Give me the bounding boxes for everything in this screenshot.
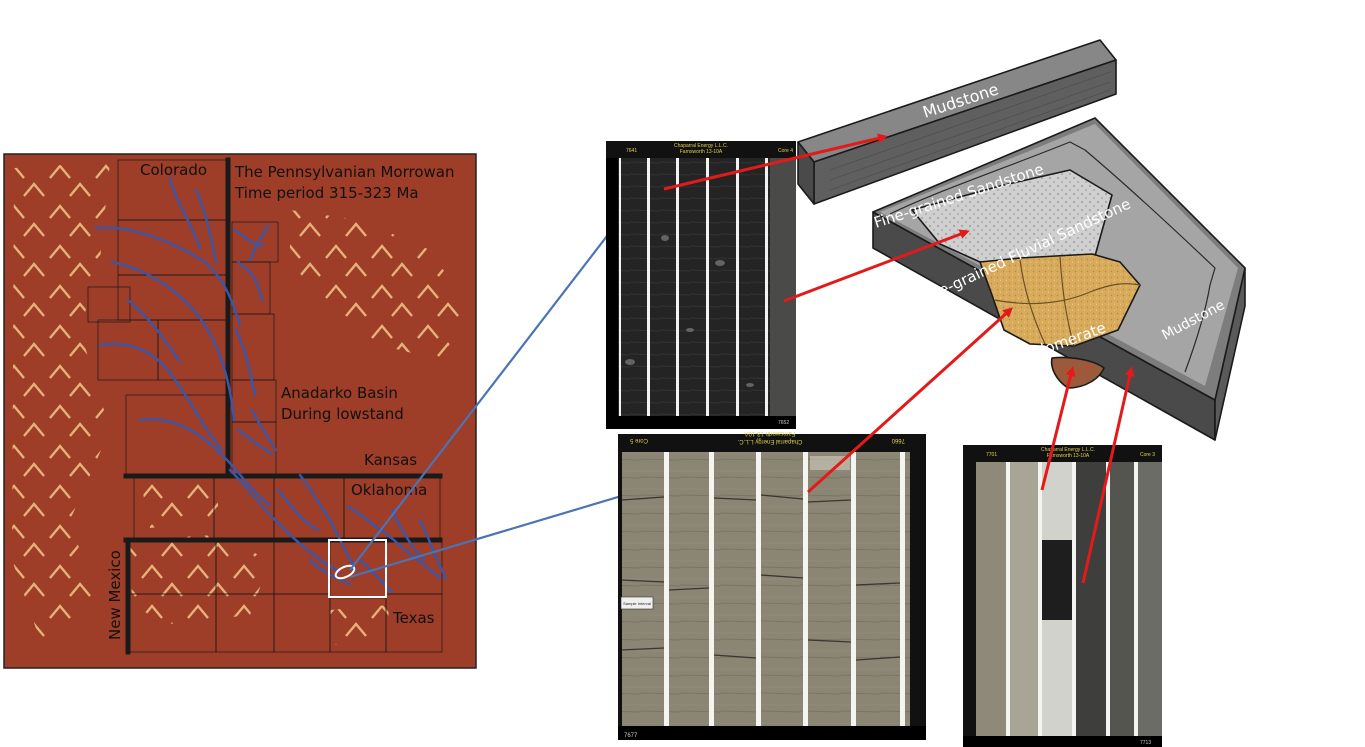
- core-photo-3: Chaparral Energy L.L.C. Farnsworth 13-10…: [963, 445, 1162, 747]
- arrow-mudstone-top: [663, 133, 888, 191]
- map-to-core-connectors: [349, 235, 666, 579]
- core3-depth-top: 7701: [986, 452, 997, 458]
- basin-label-line1: Anadarko Basin: [281, 384, 398, 402]
- core-photo-5: Sample Interval Chaparral Energy L.L.C. …: [618, 430, 926, 740]
- core3-header2: Farnsworth 13-10A: [1047, 453, 1090, 459]
- core4-depth-bottom: 7652: [778, 420, 789, 426]
- core3-header1: Chaparral Energy L.L.C.: [1041, 447, 1095, 453]
- core4-depth-top: 7641: [626, 148, 637, 154]
- arrow-fine-sandstone: [783, 229, 970, 303]
- study-site-marker: [334, 564, 356, 580]
- new-mexico-label: New Mexico: [106, 550, 124, 640]
- core4-label: Core 4: [778, 148, 793, 154]
- mountain-ranges: [12, 162, 470, 645]
- core5-label: Core 5: [629, 437, 648, 443]
- core4-header1: Chaparral Energy L.L.C.: [674, 143, 728, 149]
- core3-depth-bottom: 7713: [1140, 740, 1151, 746]
- arrow-mudstone-right: [1081, 366, 1135, 584]
- study-area-box: [328, 539, 387, 598]
- river-network: [94, 176, 448, 594]
- map-title-line2: Time period 315-323 Ma: [234, 184, 419, 202]
- state-borders: [123, 157, 443, 655]
- arrow-conglomerate: [1040, 366, 1076, 491]
- core4-header2: Farnsworth 13-10A: [680, 149, 723, 155]
- core3-label: Core 3: [1140, 452, 1155, 458]
- kansas-label: Kansas: [364, 451, 417, 469]
- core5-depth-bottom: 7677: [624, 733, 638, 739]
- depositional-block-diagram: [797, 39, 1246, 441]
- paleogeographic-map: Colorado The Pennsylvanian Morrowan Time…: [3, 153, 477, 669]
- core5-header1: Chaparral Energy L.L.C.: [737, 438, 802, 444]
- red-correlation-arrows: [663, 133, 1135, 584]
- colorado-label: Colorado: [140, 161, 207, 179]
- core5-sample-tag: Sample Interval: [623, 601, 651, 606]
- core-photo-4: Chaparral Energy L.L.C. Farnsworth 13-10…: [606, 141, 796, 429]
- basin-label-line2: During lowstand: [281, 405, 404, 423]
- arrow-coarse-sandstone: [806, 307, 1013, 494]
- core5-depth-top: 7660: [891, 437, 905, 443]
- map-title-line1: The Pennsylvanian Morrowan: [234, 163, 455, 181]
- texas-label: Texas: [392, 609, 435, 627]
- core5-header2: Farnsworth 13-10A: [744, 430, 795, 436]
